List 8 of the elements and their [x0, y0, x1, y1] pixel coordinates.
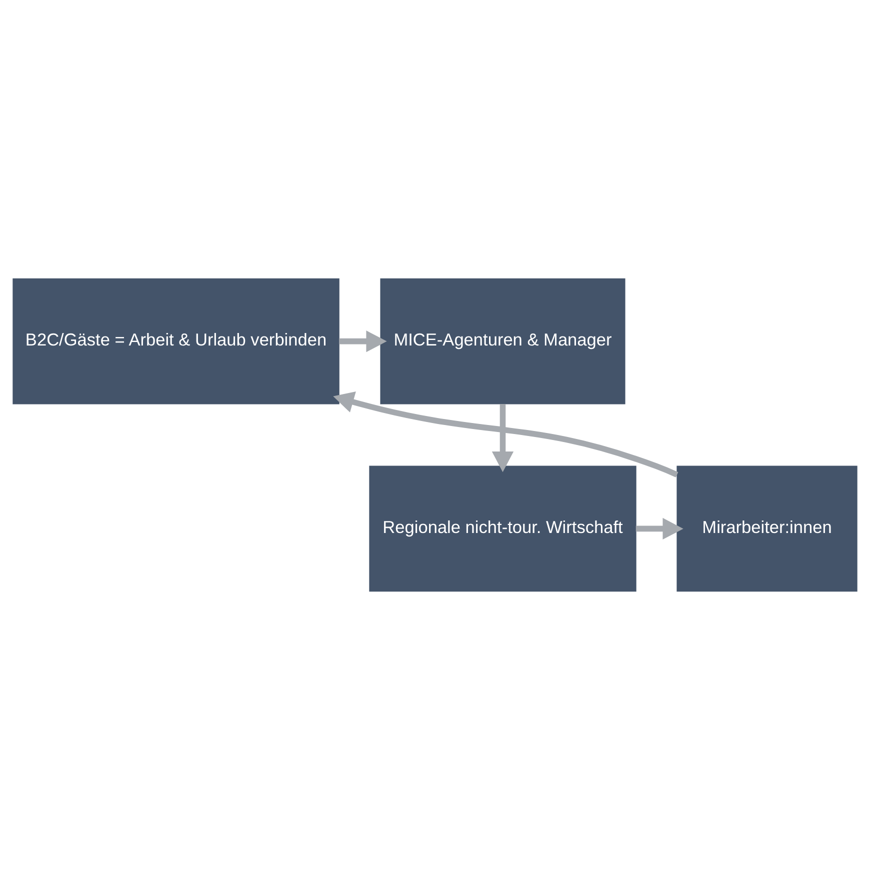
arrow	[339, 330, 387, 352]
arrow	[492, 404, 514, 472]
arrow	[636, 518, 684, 540]
arrow	[333, 392, 678, 478]
node-box: Mirarbeiter:innen	[676, 466, 858, 592]
node-box: Regionale nicht-tour. Wirtschaft	[369, 466, 636, 592]
node-box: B2C/Gäste = Arbeit & Urlaub verbinden	[12, 278, 340, 404]
node-box: MICE-Agenturen & Manager	[380, 278, 626, 404]
